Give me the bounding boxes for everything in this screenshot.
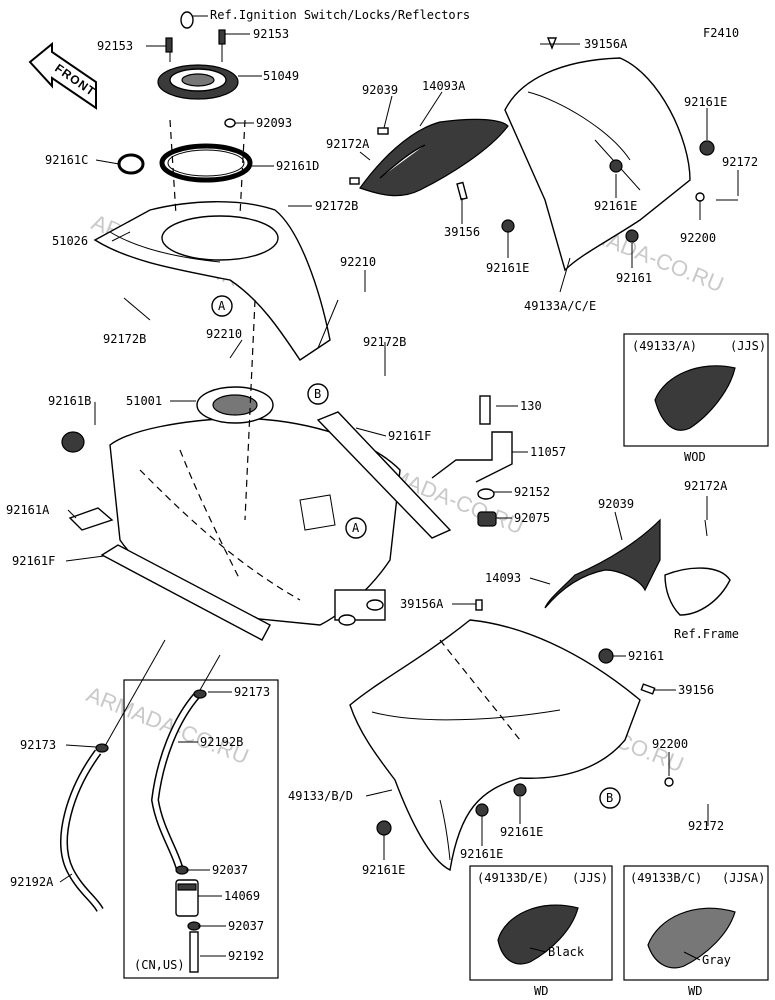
- marker-b-lower: B: [606, 791, 613, 805]
- inset-49133de-code: (49133D/E): [477, 871, 549, 885]
- label-92153-right: 92153: [253, 27, 289, 41]
- label-39156a-top: 39156A: [584, 37, 628, 51]
- front-cowl-49133ace: [504, 37, 691, 272]
- label-92161a: 92161A: [6, 503, 50, 517]
- label-92153-left: 92153: [97, 39, 133, 53]
- breather-hose-92192a: [60, 639, 166, 913]
- label-92161e-b1: 92161E: [362, 863, 405, 877]
- inset-49133bc-color: Gray: [702, 953, 731, 967]
- marker-b-upper: B: [314, 387, 321, 401]
- marker-a-lower: A: [352, 521, 360, 535]
- label-92161f-left: 92161F: [12, 554, 55, 568]
- inset-49133de-color: Black: [548, 945, 585, 959]
- figure-code: F2410: [703, 26, 739, 40]
- label-92161e-tr: 92161E: [684, 95, 727, 109]
- label-92037-bot: 92037: [228, 919, 264, 933]
- label-92161e-b3: 92161E: [500, 825, 543, 839]
- label-39156-mid: 39156: [678, 683, 714, 697]
- fuel-cap-assembly: [157, 11, 239, 128]
- inset-49133de-caption: WD: [534, 984, 548, 998]
- label-92161e-mid: 92161E: [594, 199, 637, 213]
- inset-49133de-market: (JJS): [572, 871, 608, 885]
- label-92210-lower: 92210: [206, 327, 242, 341]
- ref-ignition-label: Ref.Ignition Switch/Locks/Reflectors: [210, 8, 470, 22]
- label-92161e-low: 92161E: [486, 261, 529, 275]
- inset-49133bc-market: (JJSA): [722, 871, 765, 885]
- label-92172b-left: 92172B: [103, 332, 146, 346]
- marker-a-upper: A: [218, 299, 226, 313]
- fuel-tank-51001: [109, 299, 401, 626]
- part-labels: Ref.Ignition Switch/Locks/Reflectors 921…: [6, 8, 758, 963]
- label-92192: 92192: [228, 949, 264, 963]
- label-39156-top: 39156: [444, 225, 480, 239]
- label-92172b-top: 92172B: [315, 199, 358, 213]
- inset-49133a: (49133/A) (JJS) WOD: [623, 333, 769, 464]
- label-92173-box: 92173: [234, 685, 270, 699]
- label-92075: 92075: [514, 511, 550, 525]
- reference-markers: A B A B: [211, 295, 621, 809]
- hose-box-market: (CN,US): [134, 958, 185, 972]
- label-92161d: 92161D: [276, 159, 319, 173]
- label-92161-mid: 92161: [628, 649, 664, 663]
- inset-49133bc-caption: WD: [688, 984, 702, 998]
- label-92172-bot: 92172: [688, 819, 724, 833]
- label-92200-top: 92200: [680, 231, 716, 245]
- tank-pads: [61, 411, 452, 641]
- label-92161b: 92161B: [48, 394, 91, 408]
- label-92039-mid: 92039: [598, 497, 634, 511]
- label-92152: 92152: [514, 485, 550, 499]
- inset-49133a-market: (JJS): [730, 339, 766, 353]
- inset-49133bc-code: (49133B/C): [630, 871, 702, 885]
- front-cowl-49133bd: [349, 619, 641, 872]
- label-92192a: 92192A: [10, 875, 54, 889]
- small-hardware-top-right: [349, 127, 738, 243]
- inset-49133a-caption: WOD: [684, 450, 706, 464]
- label-92172-tr: 92172: [722, 155, 758, 169]
- inner-cover-14093: [544, 518, 731, 616]
- label-92039-top: 92039: [362, 83, 398, 97]
- inset-49133bc: (49133B/C) (JJSA) Gray WD: [623, 865, 769, 998]
- label-92161-top: 92161: [616, 271, 652, 285]
- label-92093: 92093: [256, 116, 292, 130]
- label-51001: 51001: [126, 394, 162, 408]
- label-92173-left: 92173: [20, 738, 56, 752]
- label-130: 130: [520, 399, 542, 413]
- inner-cover-14093a: [359, 118, 509, 197]
- label-49133bd: 49133/B/D: [288, 789, 353, 803]
- inset-49133de: (49133D/E) (JJS) Black WD: [469, 865, 613, 998]
- label-92161e-b2: 92161E: [460, 847, 503, 861]
- filler-gaskets: [117, 143, 253, 183]
- label-92192b: 92192B: [200, 735, 243, 749]
- label-14069: 14069: [224, 889, 260, 903]
- label-92200-bot: 92200: [652, 737, 688, 751]
- label-51049: 51049: [263, 69, 299, 83]
- label-51026: 51026: [52, 234, 88, 248]
- small-hardware-bottom: [376, 519, 709, 836]
- label-92161f-right: 92161F: [388, 429, 431, 443]
- label-49133ace: 49133A/C/E: [524, 299, 596, 313]
- tank-cover-51026: [93, 119, 331, 361]
- front-arrow-icon: FRONT: [28, 41, 98, 110]
- label-92210-upper: 92210: [340, 255, 376, 269]
- label-11057: 11057: [530, 445, 566, 459]
- bracket-11057: [431, 395, 513, 527]
- inset-49133a-code: (49133/A): [632, 339, 697, 353]
- ref-frame-label: Ref.Frame: [674, 627, 739, 641]
- label-39156a-mid: 39156A: [400, 597, 444, 611]
- label-92037-top: 92037: [212, 863, 248, 877]
- leader-lines: [59, 15, 739, 957]
- label-14093a: 14093A: [422, 79, 466, 93]
- hose-box: (CN,US): [123, 654, 279, 979]
- label-92172a-top: 92172A: [326, 137, 370, 151]
- label-92161c: 92161C: [45, 153, 88, 167]
- label-92172a-mid: 92172A: [684, 479, 728, 493]
- label-92172b-right: 92172B: [363, 335, 406, 349]
- label-14093: 14093: [485, 571, 521, 585]
